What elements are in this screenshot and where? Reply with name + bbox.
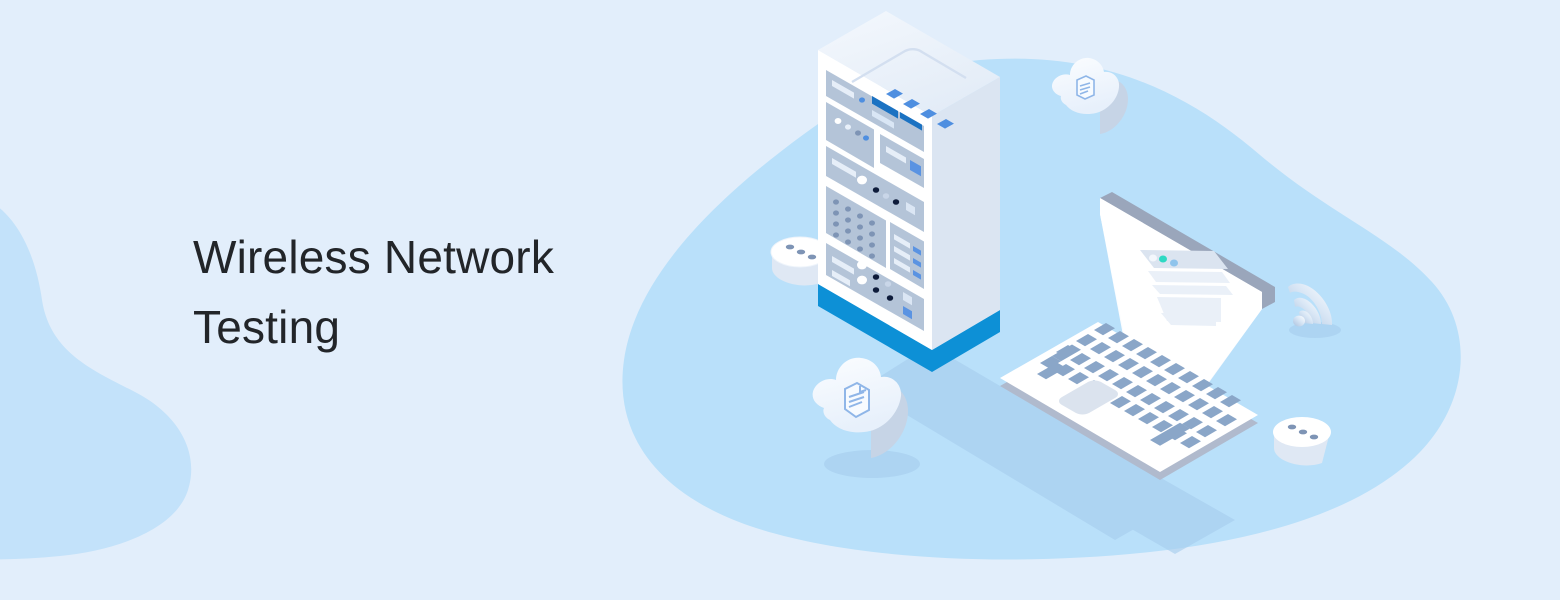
server-side-face (932, 77, 1000, 350)
server-rack (818, 11, 1000, 372)
cloud-storage-large (812, 357, 908, 458)
server-top-face (818, 11, 1000, 116)
server-top-outline (851, 48, 967, 84)
browser-dot-gray (1149, 254, 1157, 262)
server-accent-edge (818, 284, 1000, 372)
laptop-trackpad (1059, 380, 1118, 415)
server-top-leds (886, 89, 954, 129)
disc-dot (1309, 434, 1319, 440)
browser-titlebar (1140, 250, 1228, 269)
server-panel-row5 (826, 243, 924, 331)
browser-content-lines (1148, 271, 1233, 326)
cloud-storage-small (1051, 57, 1128, 134)
laptop-shadow (1022, 432, 1235, 554)
illustration-shadows (824, 322, 1341, 554)
disc-dot (1287, 424, 1297, 430)
disc-right (1273, 417, 1331, 466)
browser-dot-blue (1170, 259, 1178, 267)
browser-dot-teal (1159, 255, 1167, 263)
wifi-arc-outer (1288, 283, 1333, 325)
background-blob-left (0, 208, 192, 560)
laptop (1000, 192, 1275, 480)
server-front-panels (826, 70, 924, 331)
disc-dot (1298, 429, 1308, 435)
disc-dot (796, 249, 806, 255)
cloud-small-document-icon (1076, 75, 1095, 100)
cloud-large-shadow (824, 450, 920, 478)
wifi-shadow (1289, 322, 1341, 338)
disc-dot (807, 254, 817, 260)
cloud-large-document-icon (844, 381, 870, 419)
disc-left (770, 236, 830, 286)
laptop-base (1000, 322, 1258, 472)
disc-dot (785, 244, 795, 250)
browser-window (1140, 250, 1233, 326)
server-panel-row1 (826, 70, 924, 152)
server-panel-row3 (826, 146, 924, 232)
wifi-signal-icon (1288, 283, 1333, 327)
page-title: Wireless Network Testing (193, 231, 555, 353)
wifi-arc-mid (1294, 297, 1321, 324)
wifi-arc-inner (1299, 310, 1313, 324)
server-panel-row2 (826, 102, 924, 188)
wifi-dot (1293, 315, 1305, 327)
server-panel-row4 (826, 186, 924, 289)
